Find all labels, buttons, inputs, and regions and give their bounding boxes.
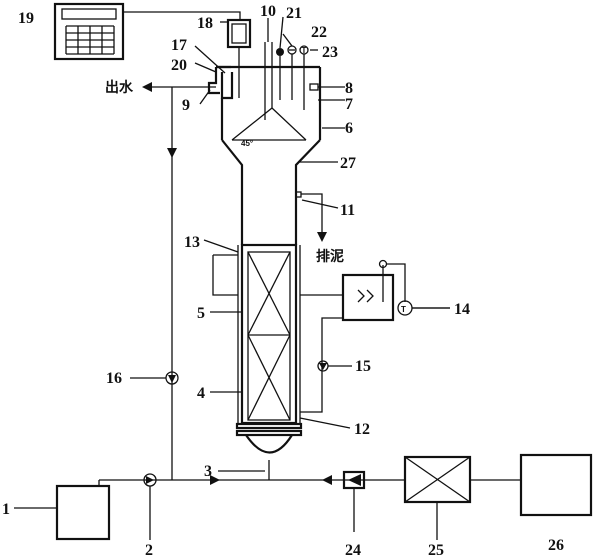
- label-sludge: 排泥: [316, 248, 344, 265]
- label-8: 8: [345, 80, 353, 97]
- label-4: 4: [197, 385, 205, 402]
- label-3: 3: [204, 463, 212, 480]
- label-1: 1: [2, 501, 10, 518]
- angle-label: 45°: [241, 139, 253, 148]
- feed-tank: [55, 484, 111, 541]
- check-valve-24: [342, 470, 366, 532]
- jacket-link: [212, 255, 238, 296]
- level-sensor: [309, 83, 345, 91]
- bottom-head: [235, 422, 303, 480]
- label-27: 27: [340, 155, 356, 172]
- label-18: 18: [197, 15, 213, 32]
- sensor-probes: T: [240, 45, 320, 110]
- label-22: 22: [311, 24, 327, 41]
- label-20: 20: [171, 57, 187, 74]
- label-11: 11: [340, 202, 355, 219]
- label-2: 2: [145, 542, 153, 558]
- label-23: 23: [322, 44, 338, 61]
- label-17: 17: [171, 37, 187, 54]
- gas-pipe: [264, 42, 273, 60]
- label-7: 7: [345, 96, 353, 113]
- heater-unit: T: [300, 259, 450, 413]
- label-6: 6: [345, 120, 353, 137]
- label-9: 9: [182, 97, 190, 114]
- label-10: 10: [260, 3, 276, 20]
- label-14: 14: [454, 301, 470, 318]
- sensor-temp-symbol: T: [302, 46, 307, 55]
- unit-26: [519, 453, 593, 517]
- label-24: 24: [345, 542, 361, 558]
- outlet-weir: [207, 65, 234, 100]
- label-12: 12: [354, 421, 370, 438]
- label-19: 19: [18, 10, 34, 27]
- unit-25: [403, 455, 521, 532]
- outlet-arrow: [142, 82, 152, 92]
- label-25: 25: [428, 542, 444, 558]
- label-outlet: 出水: [105, 79, 134, 96]
- controller-unit: [53, 2, 125, 61]
- label-21: 21: [286, 5, 302, 22]
- label-26: 26: [548, 537, 564, 554]
- controller-wire: [123, 11, 241, 20]
- probe-meter: [226, 18, 252, 98]
- sludge-outlet: [295, 191, 327, 242]
- label-16: 16: [106, 370, 122, 387]
- reactor-column: [237, 243, 301, 425]
- label-5: 5: [197, 305, 205, 322]
- label-13: 13: [184, 234, 200, 251]
- circulation-pump-15: [317, 360, 329, 372]
- recycle-arrow-down: [167, 148, 177, 158]
- feed-pump-2: [143, 473, 157, 530]
- label-15: 15: [355, 358, 371, 375]
- heater-temp-symbol: T: [401, 305, 406, 314]
- leader-lines: [14, 16, 450, 540]
